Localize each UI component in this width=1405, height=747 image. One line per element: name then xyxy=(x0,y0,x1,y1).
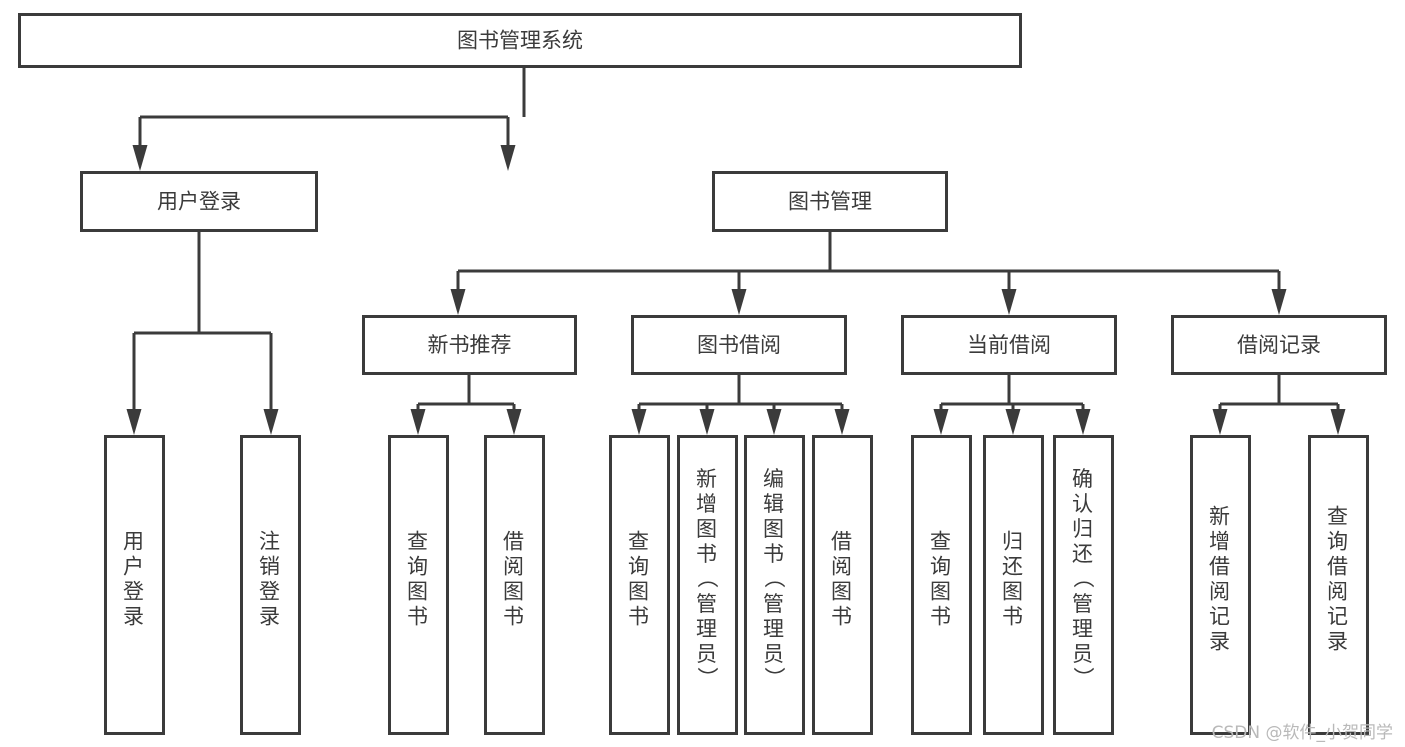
node-n-current-borrow[interactable]: 当前借阅 xyxy=(901,315,1117,375)
node-label: 确认归还（管理员） xyxy=(1072,467,1095,691)
node-n-book-borrow[interactable]: 图书借阅 xyxy=(631,315,847,375)
node-label: 查询图书 xyxy=(930,530,953,629)
node-l-borrow-book-1[interactable]: 借阅图书 xyxy=(484,435,545,735)
node-label: 新增借阅记录 xyxy=(1209,505,1232,654)
arrow-head-icon xyxy=(766,409,782,435)
node-label: 当前借阅 xyxy=(967,333,1051,357)
node-l-add-record[interactable]: 新增借阅记录 xyxy=(1190,435,1251,735)
node-box[interactable] xyxy=(744,435,805,735)
node-n-user-login[interactable]: 用户登录 xyxy=(80,171,318,232)
connector-bus-current-borrow xyxy=(933,375,1091,435)
arrow-head-icon xyxy=(1212,409,1228,435)
node-label: 查询图书 xyxy=(628,530,651,629)
node-box[interactable] xyxy=(911,435,972,735)
node-label: 查询图书 xyxy=(407,530,430,629)
arrow-head-icon xyxy=(263,409,279,435)
node-box[interactable] xyxy=(1190,435,1251,735)
node-box[interactable] xyxy=(362,315,577,375)
connector-bus-user-login xyxy=(126,232,279,435)
node-l-return-book[interactable]: 归还图书 xyxy=(983,435,1044,735)
node-label: 编辑图书（管理员） xyxy=(763,467,786,691)
node-box[interactable] xyxy=(484,435,545,735)
node-label: 新书推荐 xyxy=(428,333,512,357)
node-l-user-logout[interactable]: 注销登录 xyxy=(240,435,301,735)
arrow-head-icon xyxy=(450,289,466,315)
arrow-head-icon xyxy=(731,289,747,315)
node-box[interactable] xyxy=(677,435,738,735)
arrow-head-icon xyxy=(699,409,715,435)
node-box[interactable] xyxy=(983,435,1044,735)
node-l-query-book-3[interactable]: 查询图书 xyxy=(911,435,972,735)
node-box[interactable] xyxy=(388,435,449,735)
node-label: 注销登录 xyxy=(259,530,282,629)
node-box[interactable] xyxy=(80,171,318,232)
node-n-borrow-record[interactable]: 借阅记录 xyxy=(1171,315,1387,375)
node-box[interactable] xyxy=(1053,435,1114,735)
node-box[interactable] xyxy=(631,315,847,375)
node-l-confirm-return[interactable]: 确认归还（管理员） xyxy=(1053,435,1114,735)
node-box[interactable] xyxy=(1308,435,1369,735)
node-label: 图书管理系统 xyxy=(457,29,583,53)
node-box[interactable] xyxy=(1171,315,1387,375)
arrow-head-icon xyxy=(126,409,142,435)
arrow-head-icon xyxy=(1005,409,1021,435)
node-label: 用户登录 xyxy=(123,530,146,629)
connector-bus-new-book-rec xyxy=(410,375,522,435)
connector-bus-book-borrow xyxy=(631,375,850,435)
node-label: 归还图书 xyxy=(1002,530,1025,629)
node-box[interactable] xyxy=(104,435,165,735)
node-label: 图书管理 xyxy=(788,190,872,214)
node-label: 借阅记录 xyxy=(1237,333,1321,357)
node-label: 图书借阅 xyxy=(697,333,781,357)
arrow-head-icon xyxy=(933,409,949,435)
node-label: 用户登录 xyxy=(157,190,241,214)
node-box[interactable] xyxy=(812,435,873,735)
node-l-user-login[interactable]: 用户登录 xyxy=(104,435,165,735)
node-box[interactable] xyxy=(240,435,301,735)
node-n-book-manage[interactable]: 图书管理 xyxy=(712,171,948,232)
node-label: 新增图书（管理员） xyxy=(696,467,719,691)
node-label: 借阅图书 xyxy=(831,530,854,629)
arrow-head-icon xyxy=(1001,289,1017,315)
node-l-query-book-2[interactable]: 查询图书 xyxy=(609,435,670,735)
arrow-head-icon xyxy=(1271,289,1287,315)
arrow-head-icon xyxy=(500,145,516,171)
connector-bus-borrow-record xyxy=(1212,375,1346,435)
node-l-query-record[interactable]: 查询借阅记录 xyxy=(1308,435,1369,735)
node-l-add-book[interactable]: 新增图书（管理员） xyxy=(677,435,738,735)
arrow-head-icon xyxy=(410,409,426,435)
arrow-head-icon xyxy=(1330,409,1346,435)
arrow-head-icon xyxy=(506,409,522,435)
node-root[interactable]: 图书管理系统 xyxy=(18,13,1022,68)
node-n-new-book-rec[interactable]: 新书推荐 xyxy=(362,315,577,375)
node-box[interactable] xyxy=(609,435,670,735)
connector-layer xyxy=(126,68,1346,435)
connector-bus-book-manage xyxy=(450,232,1287,315)
node-box[interactable] xyxy=(712,171,948,232)
arrow-head-icon xyxy=(631,409,647,435)
arrow-head-icon xyxy=(132,145,148,171)
node-layer: 图书管理系统用户登录图书管理新书推荐图书借阅当前借阅借阅记录用户登录注销登录查询… xyxy=(18,13,1387,735)
node-l-borrow-book-2[interactable]: 借阅图书 xyxy=(812,435,873,735)
node-box[interactable] xyxy=(901,315,1117,375)
node-l-query-book-1[interactable]: 查询图书 xyxy=(388,435,449,735)
arrow-head-icon xyxy=(834,409,850,435)
node-label: 借阅图书 xyxy=(503,530,526,629)
connector-bus-root xyxy=(132,68,526,171)
node-box[interactable] xyxy=(18,13,1022,68)
arrow-head-icon xyxy=(1075,409,1091,435)
node-label: 查询借阅记录 xyxy=(1327,505,1350,654)
node-l-edit-book[interactable]: 编辑图书（管理员） xyxy=(744,435,805,735)
